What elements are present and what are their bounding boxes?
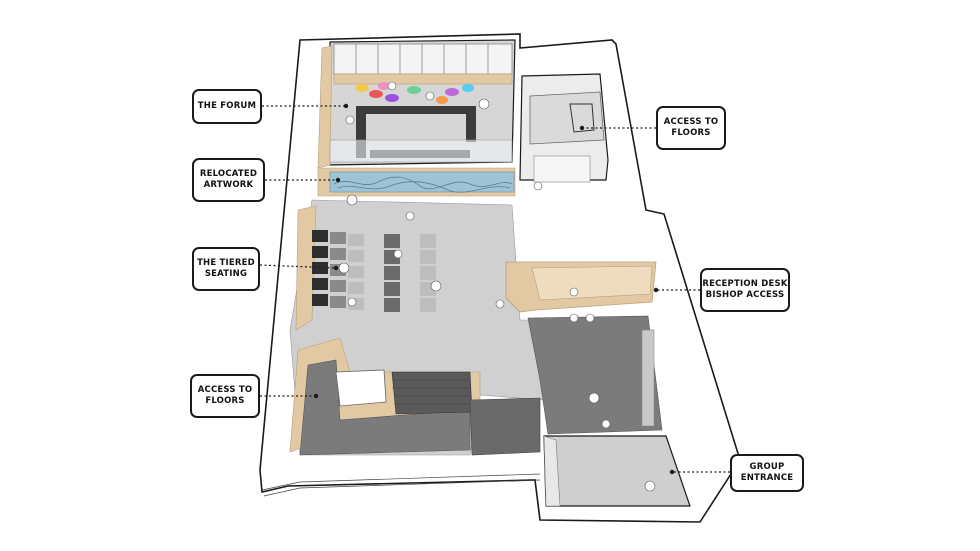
- reception-desk-top: [531, 265, 653, 301]
- label-reception-desk: RECEPTION DESK BISHOP ACCESS: [700, 268, 790, 312]
- label-group-entrance: GROUP ENTRANCE: [730, 454, 804, 492]
- label-tiered-seating: THE TIERED SEATING: [192, 247, 260, 291]
- tiered-seating: [295, 205, 436, 331]
- stair-treads: [392, 379, 471, 405]
- group-entrance-wall: [543, 435, 561, 507]
- label-access-to-floors-left: ACCESS TO FLOORS: [190, 374, 260, 418]
- reception-carpet: [527, 315, 663, 435]
- reception-bench: [641, 329, 655, 427]
- leader-lines: [259, 105, 730, 473]
- forum-glass-screen: [329, 139, 513, 163]
- people-figures: [338, 81, 656, 492]
- core-doors: [533, 155, 591, 183]
- stair-landing: [335, 369, 387, 407]
- stair-flight: [391, 371, 473, 415]
- core-outline: [569, 103, 595, 133]
- label-access-to-floors-right: ACCESS TO FLOORS: [656, 106, 726, 150]
- leader-dots: [313, 103, 675, 475]
- forum-glazing: [333, 43, 513, 75]
- label-the-forum: THE FORUM: [192, 89, 262, 124]
- label-relocated-artwork: RELOCATED ARTWORK: [192, 158, 265, 202]
- stair-lower-flight: [469, 397, 541, 456]
- forum-bench: [333, 73, 513, 85]
- front-facade: [261, 473, 541, 497]
- group-entrance: [543, 435, 691, 507]
- forum-timber-wall: [317, 45, 333, 169]
- artwork-pattern: [333, 176, 513, 193]
- forum-cushions: [355, 82, 474, 104]
